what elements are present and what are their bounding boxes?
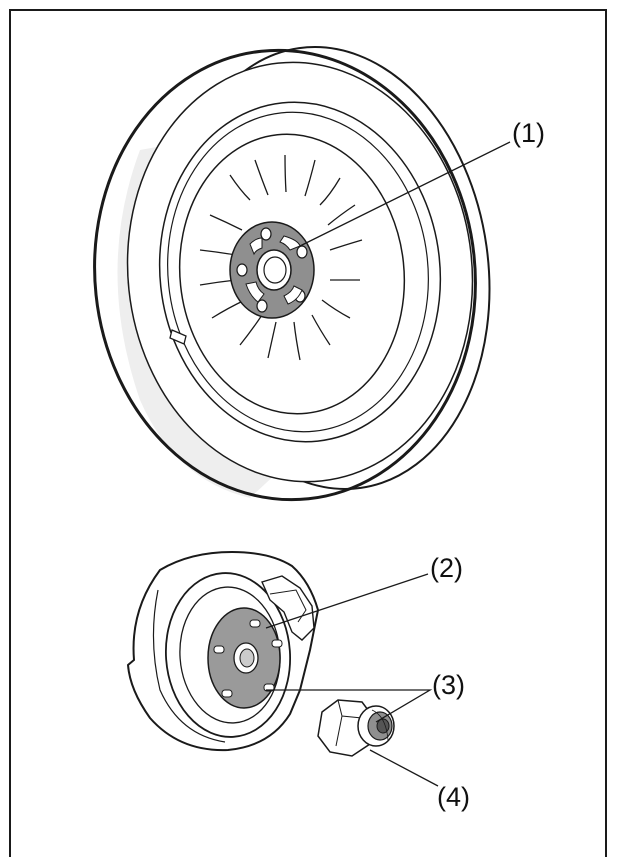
- wheel-assembly-icon: [93, 46, 491, 502]
- callout-label-3: (3): [432, 670, 465, 700]
- callout-label-4: (4): [437, 782, 470, 812]
- callout-label-1: (1): [512, 118, 545, 148]
- callout-label-2: (2): [430, 553, 463, 583]
- leader-line-1: [299, 141, 511, 247]
- figure-frame: [9, 9, 607, 857]
- leader-line-2: [265, 573, 429, 629]
- lug-nut-icon: [317, 699, 395, 757]
- leader-line-4: [369, 749, 439, 787]
- leader-line-3: [266, 689, 433, 723]
- brake-disc-hub-icon: [126, 550, 320, 752]
- leader-lines: [265, 141, 511, 787]
